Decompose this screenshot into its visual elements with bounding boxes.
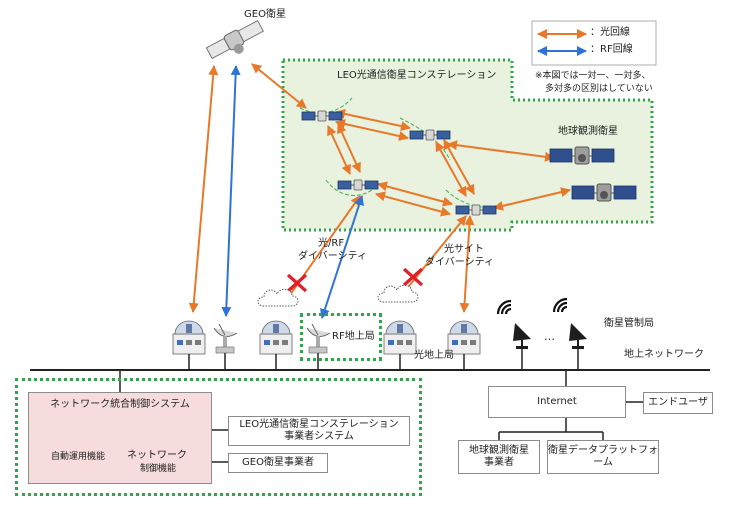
leo-satellite-icon bbox=[409, 129, 451, 141]
platform-line-1: 衛星データプラットフォ bbox=[548, 444, 658, 456]
internet-label: Internet bbox=[537, 395, 577, 407]
geo-operator-label: GEO衛星事業者 bbox=[242, 456, 314, 468]
leo-inter-satellite-links bbox=[327, 109, 475, 217]
ground-network-drops bbox=[119, 349, 643, 463]
leo-eo-link-2 bbox=[493, 187, 571, 211]
geo-ground-optical-link bbox=[188, 65, 219, 313]
geo-ground-rf-link bbox=[221, 65, 241, 317]
optical-rf-diversity-line-1: 光/RF bbox=[318, 238, 345, 249]
network-control-label-2: 制御機能 bbox=[140, 464, 177, 474]
auto-operation-label: 自動運用機能 bbox=[51, 452, 106, 462]
network-control-label-1: ネットワーク bbox=[127, 450, 187, 461]
earth-observation-label: 地球観測衛星 bbox=[558, 126, 618, 137]
eo-operator-line-1: 地球観測衛星 bbox=[469, 444, 529, 456]
leo-satellite-icon bbox=[455, 204, 497, 216]
platform-line-2: ーム bbox=[593, 457, 613, 468]
satellite-control-station-label: 衛星管制局 bbox=[604, 318, 654, 329]
control-antenna-icon bbox=[512, 322, 532, 350]
ground-system-group bbox=[15, 378, 422, 496]
geo-leo-optical-link bbox=[251, 63, 307, 109]
optical-ground-station-label: 光地上局 bbox=[414, 350, 454, 361]
rf-ground-station-label: RF地上局 bbox=[332, 331, 375, 342]
optical-ground-station-icon bbox=[259, 320, 293, 355]
optical-ground-station-icon bbox=[383, 320, 417, 355]
legend-box bbox=[531, 20, 657, 66]
legend-optical-label: ：光回線 bbox=[590, 27, 630, 38]
leo-eo-link-1 bbox=[447, 140, 555, 162]
leo-ground-optical-site-link bbox=[459, 215, 475, 313]
eo-operator-line-2: 事業者 bbox=[484, 457, 514, 468]
geo-satellite-icon bbox=[205, 19, 264, 60]
cloud-icon bbox=[377, 284, 419, 303]
rf-antenna-icon bbox=[213, 323, 238, 354]
eo-operator-box: 地球観測衛星 事業者 bbox=[458, 440, 540, 474]
link-failure-icon bbox=[286, 273, 308, 293]
optical-site-diversity-line-1: 光サイト bbox=[444, 244, 484, 255]
leo-operator-system-box: LEO光通信衛星コンステレーション 事業者システム bbox=[228, 416, 410, 446]
ground-network-label: 地上ネットワーク bbox=[624, 349, 704, 360]
legend-note-line-1: ※本図では一対一、一対多、 bbox=[535, 71, 651, 81]
geo-satellite-label: GEO衛星 bbox=[244, 9, 286, 20]
rf-ground-station-group bbox=[300, 313, 382, 361]
wireless-signal-icon bbox=[496, 299, 513, 316]
leo-satellite-icon bbox=[337, 179, 379, 191]
wireless-signal-icon bbox=[552, 297, 569, 314]
earth-observation-satellite-icon bbox=[549, 146, 615, 165]
leo-ground-rf-link bbox=[320, 195, 364, 319]
leo-constellation-title: LEO光通信衛星コンステレーション bbox=[337, 70, 497, 81]
optical-site-diversity-line-2: ダイバーシティ bbox=[425, 257, 494, 268]
optical-rf-diversity-line-2: ダイバーシティ bbox=[298, 251, 367, 262]
optical-ground-station-icon bbox=[172, 320, 206, 355]
legend-note-line-2: 多対多の区別はしていない bbox=[545, 84, 653, 94]
control-antenna-icon bbox=[568, 322, 588, 350]
network-integrated-control-system: ネットワーク統合制御システム bbox=[28, 392, 212, 484]
end-user-label: エンドユーザ bbox=[648, 396, 708, 408]
geo-operator-box: GEO衛星事業者 bbox=[228, 453, 328, 473]
satellite-data-platform-box: 衛星データプラットフォ ーム bbox=[547, 440, 659, 474]
leo-satellite-icon bbox=[301, 110, 343, 122]
internet-box: Internet bbox=[488, 386, 626, 418]
earth-observation-satellite-icon bbox=[571, 183, 637, 202]
leo-operator-line-1: LEO光通信衛星コンステレーション bbox=[239, 418, 399, 430]
ellipsis-label: … bbox=[544, 330, 555, 343]
end-user-box: エンドユーザ bbox=[643, 392, 713, 414]
leo-operator-line-2: 事業者システム bbox=[284, 431, 354, 442]
nocc-title: ネットワーク統合制御システム bbox=[50, 399, 190, 410]
legend-rf-label: ：RF回線 bbox=[590, 44, 633, 55]
